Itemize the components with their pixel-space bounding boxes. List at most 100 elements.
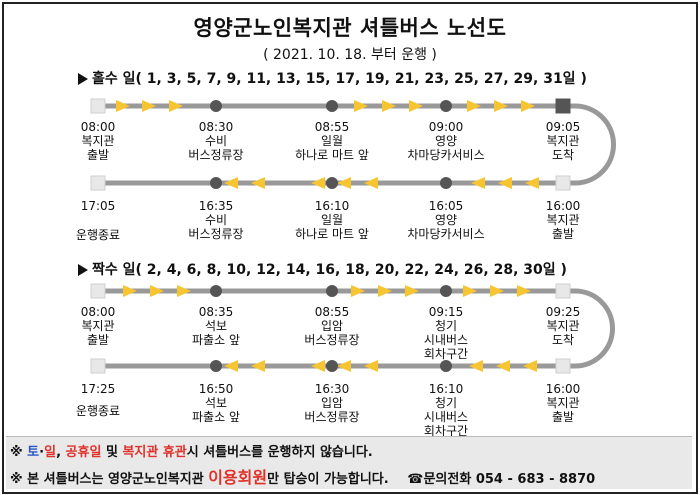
direction-arrow-right-icon — [405, 285, 419, 297]
stop-name: 시내버스 — [423, 410, 469, 424]
notice-line-2: ※ 본 셔틀버스는 영양군노인복지관 이용회원만 탑승이 가능합니다. ☎문의전… — [10, 464, 595, 488]
stop-name: 출발 — [551, 410, 575, 424]
stop-name: 영양 — [434, 134, 458, 148]
direction-arrow-right-icon — [150, 285, 164, 297]
stop-name: 버스정류장 — [188, 227, 244, 241]
stop-time: 08:55 — [314, 305, 350, 319]
direction-arrow-left-icon — [496, 360, 510, 372]
arrival-terminal-marker — [555, 98, 571, 114]
direction-arrow-left-icon — [251, 360, 265, 372]
stop-name: 차마당카서비스 — [407, 148, 485, 162]
stop-name: 석보 — [204, 319, 228, 333]
stop-time: 16:00 — [545, 382, 581, 396]
bus-stop-dot — [326, 360, 338, 372]
stop-time: 09:15 — [428, 305, 464, 319]
direction-arrow-right-icon — [521, 100, 535, 112]
stop-name: 영양 — [434, 213, 458, 227]
stop-name: 출발 — [551, 227, 575, 241]
odd-day-heading-text: 홀수 일( 1, 3, 5, 7, 9, 11, 13, 15, 17, 19,… — [92, 71, 587, 87]
direction-arrow-right-icon — [169, 100, 183, 112]
stop-time: 16:50 — [198, 382, 234, 396]
direction-arrow-right-icon — [382, 100, 396, 112]
stop-name: 출발 — [86, 333, 110, 347]
bus-stop-dot — [326, 177, 338, 189]
even-end-label: 운행종료 — [75, 404, 121, 418]
stop-name: 버스정류장 — [304, 333, 360, 347]
and-text: 및 — [101, 445, 123, 460]
odd-end-time: 17:05 — [80, 199, 116, 213]
stop-name: 석보 — [204, 396, 228, 410]
stop-time: 09:05 — [545, 120, 581, 134]
stop-time: 08:55 — [314, 120, 350, 134]
stop-name: 복지관 — [546, 319, 580, 333]
end-terminal-marker — [90, 358, 106, 374]
play-triangle-icon — [78, 73, 88, 85]
even-end-time: 17:25 — [80, 382, 116, 396]
direction-arrow-right-icon — [517, 285, 531, 297]
direction-arrow-left-icon — [337, 177, 351, 189]
even-route-line — [95, 288, 615, 369]
stop-time: 08:30 — [198, 120, 234, 134]
bus-stop-dot — [210, 177, 222, 189]
bus-stop-dot — [440, 285, 452, 297]
separator-dot: · — [39, 445, 45, 460]
bus-stop-dot — [440, 360, 452, 372]
direction-arrow-right-icon — [463, 285, 477, 297]
direction-arrow-left-icon — [471, 177, 485, 189]
stop-name: 출발 — [86, 148, 110, 162]
direction-arrow-right-icon — [123, 285, 137, 297]
direction-arrow-right-icon — [494, 100, 508, 112]
phone-number: 문의전화 054 - 683 - 8870 — [423, 472, 596, 487]
stop-name: 수비 — [204, 134, 228, 148]
phone-icon: ☎ — [407, 472, 424, 487]
stop-name: 파출소 앞 — [192, 410, 240, 424]
stop-time: 08:00 — [80, 305, 116, 319]
stop-name: 입암 — [320, 319, 344, 333]
stop-name: 복지관 — [81, 134, 115, 148]
return-terminal-marker — [555, 175, 571, 191]
stop-name: 수비 — [204, 213, 228, 227]
closure-text: 복지관 휴관 — [122, 445, 187, 460]
direction-arrow-left-icon — [364, 177, 378, 189]
stop-name: 회차구간 — [423, 424, 469, 438]
stop-name: 청기 — [434, 396, 458, 410]
stop-name: 일월 — [320, 213, 344, 227]
notice-line-1-rest: 시 셔틀버스를 운행하지 않습니다. — [186, 445, 373, 460]
saturday-text: 토 — [27, 445, 40, 460]
direction-arrow-left-icon — [523, 360, 537, 372]
stop-name: 버스정류장 — [304, 410, 360, 424]
stop-name: 회차구간 — [423, 347, 469, 361]
start-terminal-marker — [90, 98, 106, 114]
stop-time: 09:25 — [545, 305, 581, 319]
notice-mark: ※ — [10, 445, 28, 460]
stop-name: 하나로 마트 앞 — [295, 148, 369, 162]
stop-name: 복지관 — [546, 213, 580, 227]
stop-time: 16:05 — [428, 199, 464, 213]
stop-name: 차마당카서비스 — [407, 227, 485, 241]
direction-arrow-right-icon — [409, 100, 423, 112]
stop-time: 08:35 — [198, 305, 234, 319]
notice-line-1: ※ 토·일, 공휴일 및 복지관 휴관시 셔틀버스를 운행하지 않습니다. — [10, 441, 373, 460]
stop-time: 16:10 — [314, 199, 350, 213]
direction-arrow-right-icon — [378, 285, 392, 297]
odd-route-line — [95, 103, 616, 186]
direction-arrow-right-icon — [142, 100, 156, 112]
stop-name: 입암 — [320, 396, 344, 410]
notice-box: ※ 토·일, 공휴일 및 복지관 휴관시 셔틀버스를 운행하지 않습니다. ※ … — [6, 436, 692, 489]
end-terminal-marker — [90, 175, 106, 191]
holiday-text: 공휴일 — [65, 445, 102, 460]
